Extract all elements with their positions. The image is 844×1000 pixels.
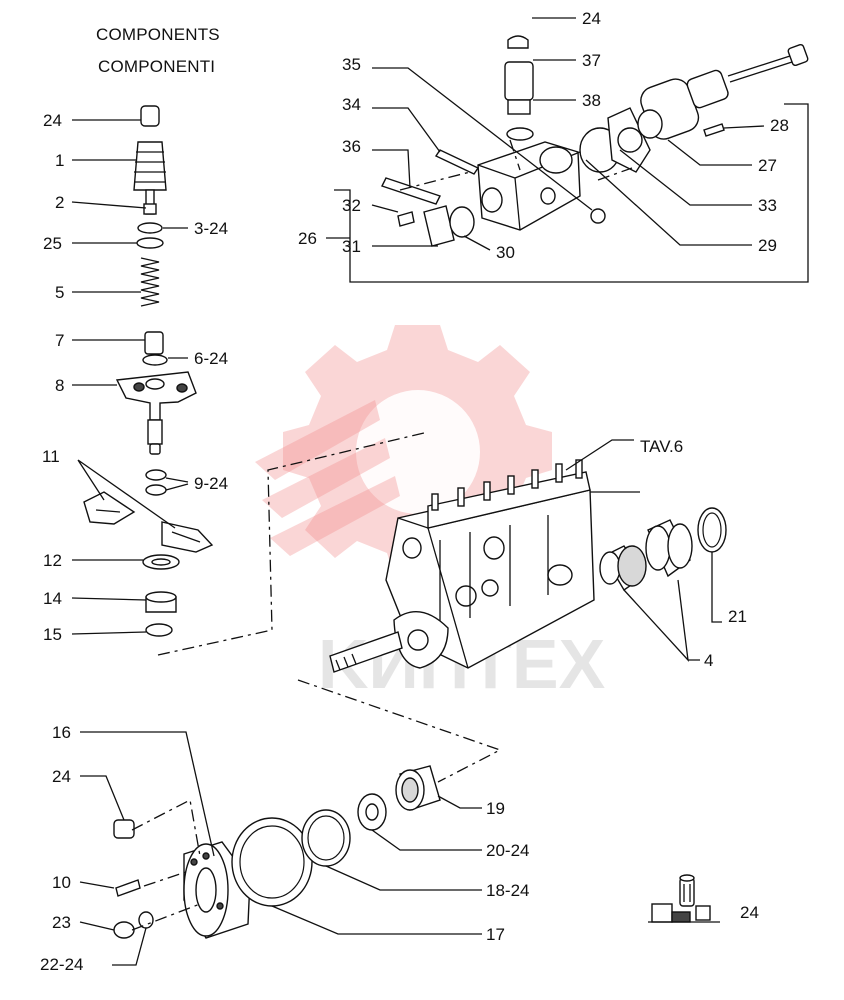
label-31: 31	[342, 237, 361, 256]
title-components: COMPONENTS	[96, 25, 220, 44]
label-3-24: 3-24	[194, 219, 228, 238]
label-7: 7	[55, 331, 64, 350]
label-30: 30	[496, 243, 515, 262]
label-2: 2	[55, 193, 64, 212]
label-24-kit: 24	[740, 903, 759, 922]
label-20-24: 20-24	[486, 841, 529, 860]
label-28: 28	[770, 116, 789, 135]
bottom-leaders	[79, 731, 482, 966]
left-leaders	[71, 119, 189, 635]
label-12: 12	[43, 551, 62, 570]
assembly-axis-bottom	[297, 679, 502, 783]
label-6-24: 6-24	[194, 349, 228, 368]
solenoid-group	[381, 35, 809, 247]
injector-element-stack	[83, 105, 214, 637]
drive-hub-group	[113, 765, 441, 939]
label-1: 1	[55, 151, 64, 170]
label-22-24: 22-24	[40, 955, 83, 974]
label-19: 19	[486, 799, 505, 818]
label-10: 10	[52, 873, 71, 892]
label-36: 36	[342, 137, 361, 156]
label-11: 11	[42, 447, 60, 466]
leader-tav6	[565, 439, 634, 471]
label-23: 23	[52, 913, 71, 932]
label-24-top: 24	[582, 9, 601, 28]
leader-4	[623, 579, 700, 662]
assembly-axis-top	[399, 139, 633, 191]
label-24: 24	[43, 111, 62, 130]
label-9-24: 9-24	[194, 474, 228, 493]
label-25: 25	[43, 234, 62, 253]
label-21: 21	[728, 607, 747, 626]
label-15: 15	[43, 625, 62, 644]
pump-housing	[329, 459, 640, 673]
label-17: 17	[486, 925, 505, 944]
label-18-24: 18-24	[486, 881, 529, 900]
label-8: 8	[55, 376, 64, 395]
label-26: 26	[298, 229, 317, 248]
label-32: 32	[342, 196, 361, 215]
label-38: 38	[582, 91, 601, 110]
label-37: 37	[582, 51, 601, 70]
label-4: 4	[704, 651, 713, 670]
bearing-assembly	[599, 507, 727, 592]
label-29: 29	[758, 236, 777, 255]
assembly-axis-left	[157, 431, 429, 656]
label-33: 33	[758, 196, 777, 215]
label-34: 34	[342, 95, 361, 114]
top-right-leaders	[326, 17, 809, 283]
assembly-axis-hub	[131, 799, 201, 931]
label-14: 14	[43, 589, 62, 608]
label-35: 35	[342, 55, 361, 74]
label-24-hub: 24	[52, 767, 71, 786]
label-27: 27	[758, 156, 777, 175]
gasket-kit-icon	[648, 874, 720, 923]
label-5: 5	[55, 283, 64, 302]
label-16: 16	[52, 723, 71, 742]
title-componenti: COMPONENTI	[98, 57, 215, 76]
label-tav6: TAV.6	[640, 437, 683, 456]
leader-21	[711, 552, 722, 623]
watermark-gear-logo	[255, 325, 552, 578]
